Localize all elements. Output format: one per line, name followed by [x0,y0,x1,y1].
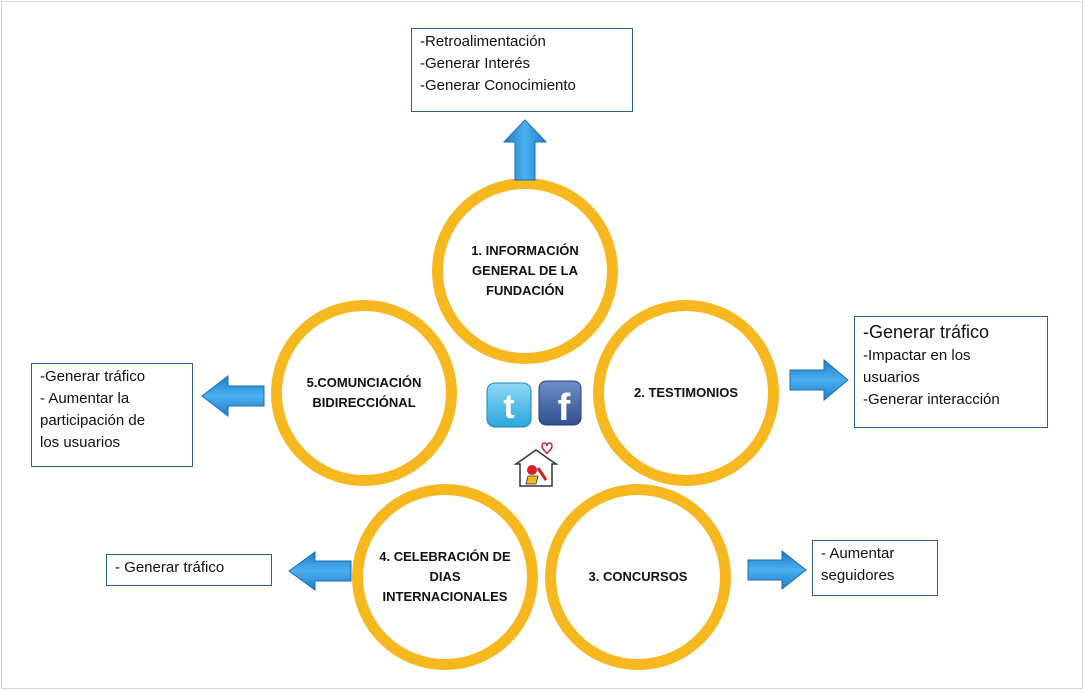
box-bottom-right: - Aumentar seguidores [812,540,938,596]
arrow-left-bottom-icon [288,551,352,591]
svg-text:t: t [503,388,514,426]
arrow-left-icon [201,374,265,418]
box-bottom-left: - Generar tráfico [106,554,272,586]
arrow-right-bottom-icon [747,549,807,591]
circle-concursos: 3. CONCURSOS [545,484,731,670]
box-left: -Generar tráfico - Aumentar la participa… [31,363,193,467]
box-top: -Retroalimentación -Generar Interés -Gen… [411,28,633,112]
circle-testimonios: 2. TESTIMONIOS [593,300,779,486]
facebook-logo-icon: f [538,380,582,426]
arrow-up-icon [502,119,548,181]
svg-text:f: f [558,387,571,426]
box-right: -Generar tráfico -Impactar en los usuari… [854,316,1048,428]
ronald-mcdonald-house-logo-icon [513,442,559,487]
twitter-logo-icon: t [486,382,532,428]
arrow-right-icon [789,358,849,402]
